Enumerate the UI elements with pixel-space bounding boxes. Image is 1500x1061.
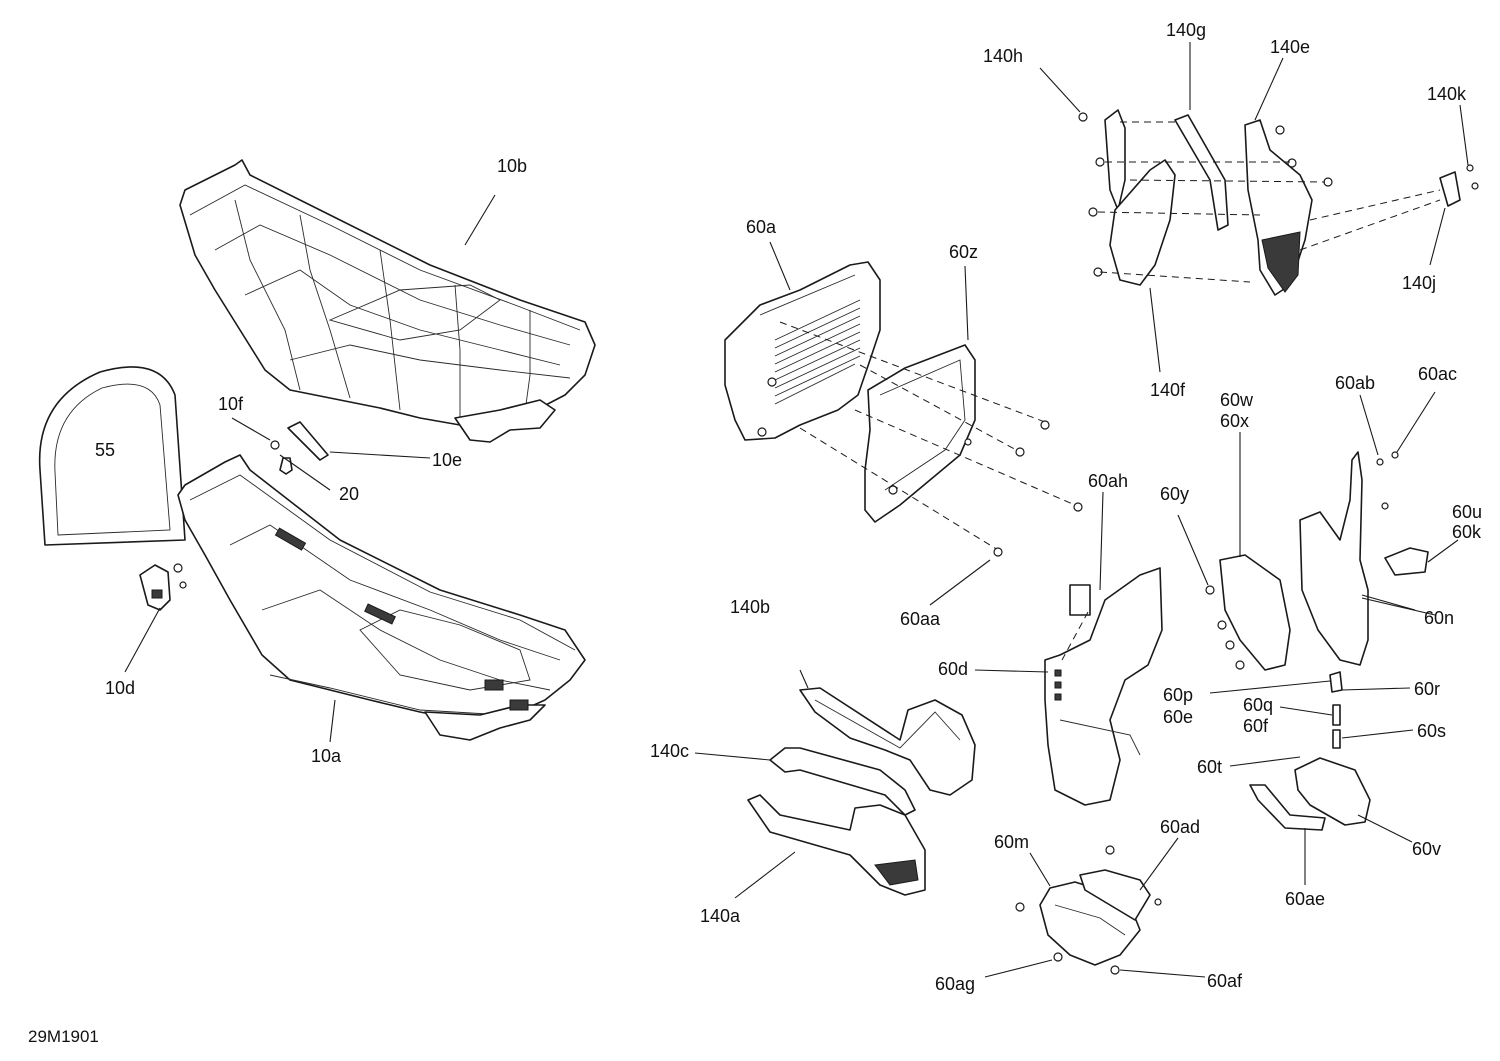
callout-10b: 10b: [497, 156, 527, 176]
callout-60s: 60s: [1417, 721, 1446, 741]
callout-60t: 60t: [1197, 757, 1222, 777]
callout-60q: 60q: [1243, 695, 1273, 715]
callout-140h: 140h: [983, 46, 1023, 66]
callout-10f: 10f: [218, 394, 244, 414]
callout-140f: 140f: [1150, 380, 1186, 400]
callout-60ah: 60ah: [1088, 471, 1128, 491]
callout-60ac: 60ac: [1418, 364, 1457, 384]
callout-60ab: 60ab: [1335, 373, 1375, 393]
callout-10a: 10a: [311, 746, 342, 766]
leader-lines: [124, 42, 1469, 978]
callout-60y: 60y: [1160, 484, 1189, 504]
hinge-bracket-part: [270, 421, 329, 475]
side-panel-60a-part: [724, 261, 881, 441]
side-panel-60z-part: [864, 344, 976, 523]
passenger-handle-140b-part: [799, 687, 976, 796]
callout-140b: 140b: [730, 597, 770, 617]
callout-140a: 140a: [700, 906, 741, 926]
callout-60ag: 60ag: [935, 974, 975, 994]
callout-60w: 60w: [1220, 390, 1254, 410]
callout-55: 55: [95, 440, 115, 460]
callout-60u: 60u: [1452, 502, 1482, 522]
callout-60ad: 60ad: [1160, 817, 1200, 837]
callout-60e: 60e: [1163, 707, 1193, 727]
callout-60f: 60f: [1243, 716, 1269, 736]
callout-60n: 60n: [1424, 608, 1454, 628]
callout-10d: 10d: [105, 678, 135, 698]
callout-140e: 140e: [1270, 37, 1310, 57]
callout-60r: 60r: [1414, 679, 1440, 699]
callout-140c: 140c: [650, 741, 689, 761]
seat-cushion-part: [179, 159, 596, 443]
seat-base-part: [177, 454, 586, 741]
callout-10e: 10e: [432, 450, 462, 470]
latch-part: [139, 563, 187, 611]
pedal-assembly-part: [1205, 451, 1429, 831]
callout-60af: 60af: [1207, 971, 1243, 991]
grab-handle-assembly-part: [1078, 109, 1479, 296]
callout-20: 20: [339, 484, 359, 504]
callout-60d: 60d: [938, 659, 968, 679]
callout-60ae: 60ae: [1285, 889, 1325, 909]
callout-60z: 60z: [949, 242, 978, 262]
callout-labels: 10b 10f 10e 20 55 10d 10a 60a 60z 60aa 6…: [28, 20, 1482, 1046]
passenger-handle-140c-part: [769, 747, 916, 816]
callout-60p: 60p: [1163, 685, 1193, 705]
callout-60x: 60x: [1220, 411, 1249, 431]
callout-140k: 140k: [1427, 84, 1467, 104]
callout-60k: 60k: [1452, 522, 1482, 542]
screws-60a: [993, 420, 1083, 557]
heel-guard-60m-part: [1015, 845, 1162, 975]
callout-140g: 140g: [1166, 20, 1206, 40]
callout-60a: 60a: [746, 217, 777, 237]
footrest-bracket-60d-part: [1044, 567, 1163, 806]
callout-140j: 140j: [1402, 273, 1436, 293]
callout-60v: 60v: [1412, 839, 1441, 859]
mat-part: [38, 366, 186, 546]
callout-60aa: 60aa: [900, 609, 941, 629]
document-id: 29M1901: [28, 1027, 99, 1046]
passenger-handle-140a-part: [747, 794, 926, 896]
callout-60m: 60m: [994, 832, 1029, 852]
